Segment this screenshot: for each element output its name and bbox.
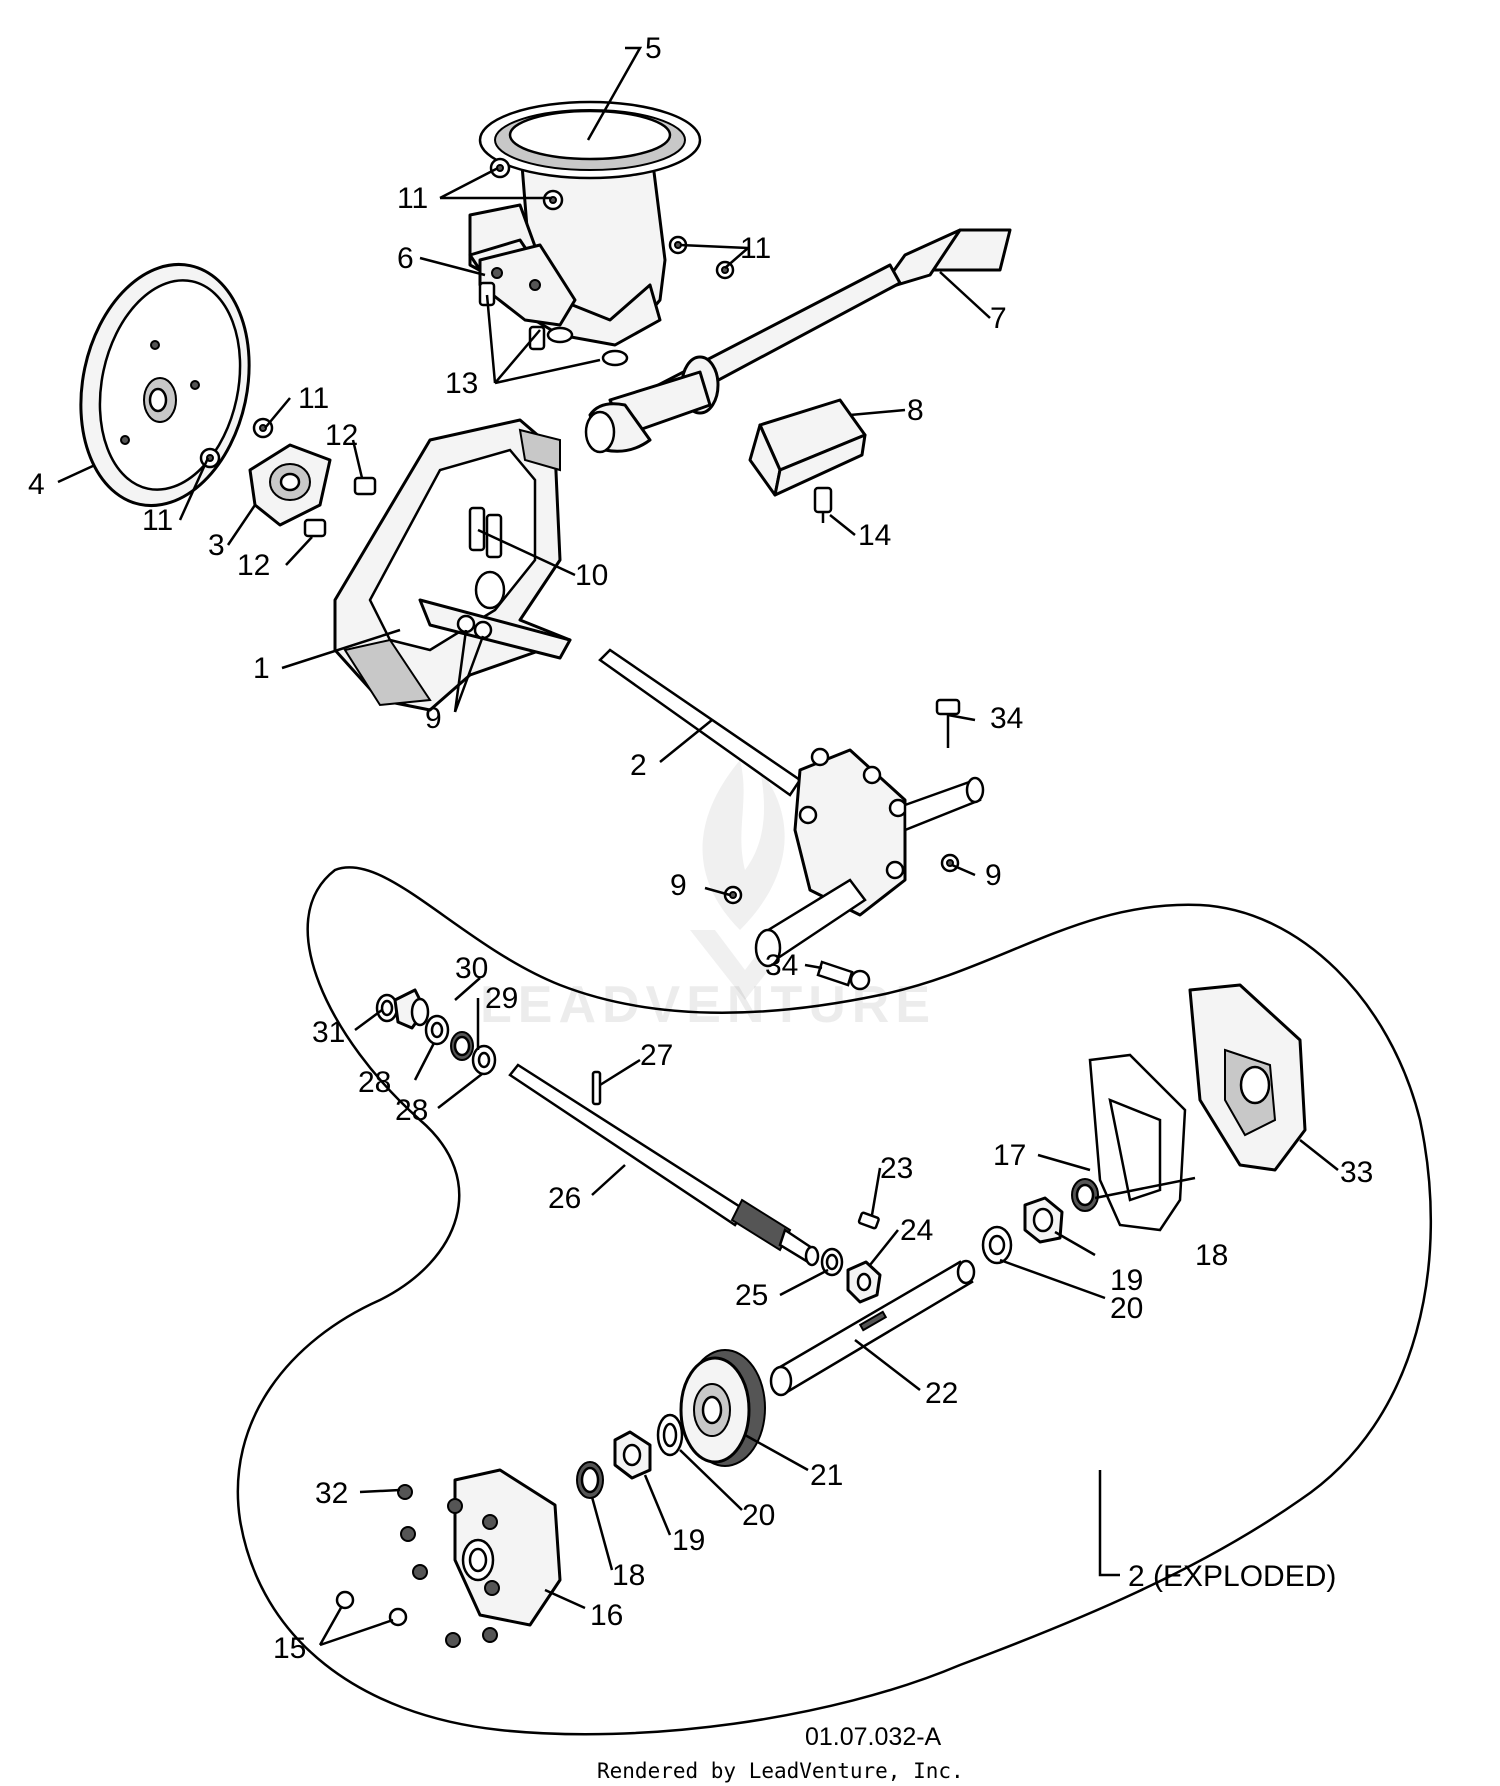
part-3-bearing-flange (248, 443, 332, 527)
exploded-view-outline (236, 866, 1433, 1736)
callout-17: 17 (993, 1139, 1026, 1172)
callout-25: 25 (735, 1279, 768, 1312)
callout-34-top: 34 (990, 702, 1023, 735)
part-28-washers (424, 1014, 497, 1076)
callout-28-top: 28 (358, 1066, 391, 1099)
figure-code: 01.07.032-A (805, 1723, 942, 1751)
part-19-bearings (613, 1196, 1064, 1480)
part-2-gearbox-assembly (598, 648, 985, 968)
callout-22: 22 (925, 1377, 958, 1410)
callout-15: 15 (273, 1632, 306, 1665)
callout-14: 14 (858, 519, 891, 552)
part-4-pulley (79, 262, 251, 508)
callout-21: 21 (810, 1459, 843, 1492)
callout-9-right: 9 (985, 859, 1002, 892)
callout-27: 27 (640, 1039, 673, 1072)
callout-11-chute: 11 (397, 182, 428, 215)
callout-11-bearing: 11 (298, 382, 329, 415)
part-5-chute (468, 100, 702, 347)
callout-20-left: 20 (742, 1499, 775, 1532)
callout-1: 1 (253, 652, 270, 685)
part-12-bolts (303, 476, 377, 538)
callout-29: 29 (485, 982, 518, 1015)
part-25-washer (820, 1247, 844, 1277)
part-16-gearbox-housing-half (453, 1468, 562, 1627)
part-21-worm-gear (679, 1349, 766, 1467)
callout-19-left: 19 (672, 1524, 705, 1557)
callout-7: 7 (990, 302, 1007, 335)
callout-23: 23 (880, 1152, 913, 1185)
callout-32: 32 (315, 1477, 348, 1510)
callout-9-frame: 9 (425, 702, 442, 735)
callout-30: 30 (455, 952, 488, 985)
callout-3: 3 (208, 529, 225, 562)
part-15-plugs (335, 1590, 408, 1627)
callout-24: 24 (900, 1214, 933, 1247)
part-1-housing-frame (333, 418, 572, 712)
part-32-screws (397, 1484, 500, 1648)
part-29-seal (450, 1031, 474, 1061)
render-credit: Rendered by LeadVenture, Inc. (597, 1759, 964, 1783)
callout-labels: 5 11 6 11 7 13 8 11 12 4 11 3 12 14 10 1… (28, 32, 1373, 1665)
part-22-output-shaft (769, 1259, 976, 1397)
callout-12-bottom: 12 (237, 549, 270, 582)
part-27-pin (591, 1070, 602, 1106)
part-14-screw (813, 486, 833, 523)
leader-lines (57, 46, 1339, 1647)
callout-8: 8 (907, 394, 924, 427)
callout-9-left: 9 (670, 869, 687, 902)
callout-16: 16 (590, 1599, 623, 1632)
part-30-bearing (393, 988, 430, 1030)
part-13-carriage-bolts (478, 281, 629, 367)
part-24-nut (846, 1260, 882, 1304)
callout-34-bottom: 34 (765, 949, 798, 982)
callout-12-top: 12 (325, 419, 358, 452)
part-31-washer (375, 993, 399, 1023)
callout-11-pulley: 11 (142, 504, 173, 537)
callout-28-bottom: 28 (395, 1094, 428, 1127)
part-34-bolts (816, 698, 961, 991)
part-8-crank-bracket (748, 398, 867, 497)
part-17-gasket (1088, 1053, 1187, 1232)
callout-2-exploded: 2 (EXPLODED) (1128, 1560, 1336, 1593)
callout-4: 4 (28, 468, 45, 501)
part-26-worm-shaft (508, 1063, 820, 1267)
callout-11-right: 11 (740, 232, 771, 265)
callout-33: 33 (1340, 1156, 1373, 1189)
part-23-key (857, 1211, 880, 1230)
callout-19-right: 19 (1110, 1264, 1143, 1297)
part-10-bolts (468, 506, 503, 559)
callout-5: 5 (645, 32, 662, 65)
callout-31: 31 (312, 1016, 345, 1049)
part-7-chute-crank (584, 228, 1012, 454)
callout-18-left: 18 (612, 1559, 645, 1592)
part-18-seals (576, 1178, 1099, 1499)
part-20-washers (656, 1225, 1013, 1457)
watermark-flame-icon (702, 760, 785, 930)
callout-20-right: 20 (1110, 1292, 1143, 1325)
callout-13: 13 (445, 367, 478, 400)
callout-2: 2 (630, 749, 647, 782)
callout-26: 26 (548, 1182, 581, 1215)
callout-10: 10 (575, 559, 608, 592)
callout-6: 6 (397, 242, 414, 275)
part-9-nuts-gearbox (723, 853, 960, 905)
part-6-deflector-plate (478, 243, 577, 327)
part-33-gearbox-housing-half (1188, 983, 1307, 1172)
callout-18-right: 18 (1195, 1239, 1228, 1272)
